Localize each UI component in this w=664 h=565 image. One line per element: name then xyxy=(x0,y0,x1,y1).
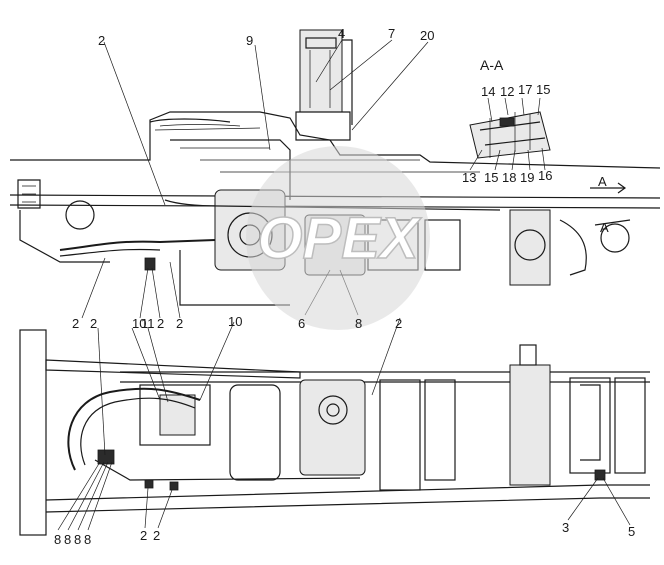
callouts-upper: 2 9 4 7 20 A-A 14 12 17 15 13 15 18 19 1… xyxy=(72,26,609,331)
callout-15: 15 xyxy=(536,82,550,97)
callout-8: 8 xyxy=(355,316,362,331)
callout-20: 20 xyxy=(420,28,434,43)
callout-10-lower: 10 xyxy=(228,314,242,329)
callout-19: 19 xyxy=(520,170,534,185)
callout-2: 2 xyxy=(98,33,105,48)
watermark-gear xyxy=(246,146,430,330)
callout-14: 14 xyxy=(481,84,495,99)
callout-10: 11 xyxy=(141,316,155,331)
callout-8-a: 8 xyxy=(54,532,61,547)
section-label: A-A xyxy=(480,57,504,73)
wiring-harness-loop xyxy=(67,387,201,471)
leader-lines xyxy=(57,39,631,531)
callout-8-c: 8 xyxy=(74,532,81,547)
view-marker-lower: A xyxy=(600,220,609,235)
callout-16: 16 xyxy=(538,168,552,183)
callout-3: 3 xyxy=(562,520,569,535)
callout-2-mid: 10 xyxy=(132,316,146,331)
rear-axle xyxy=(509,209,551,286)
view-marker-upper: A xyxy=(598,174,607,189)
callout-2-right: 2 xyxy=(176,316,183,331)
frame-end xyxy=(19,329,47,536)
callout-13: 13 xyxy=(462,170,476,185)
callout-2-left: 2 xyxy=(72,316,79,331)
front-wheel-hub xyxy=(65,200,95,230)
callout-15-lower: 15 xyxy=(484,170,498,185)
callout-18: 18 xyxy=(502,170,516,185)
callout-17: 17 xyxy=(518,82,532,97)
callout-12: 12 xyxy=(500,84,514,99)
section-detail-A-A xyxy=(469,111,551,159)
connector-cluster xyxy=(97,449,115,465)
callout-11: 2 xyxy=(157,316,164,331)
connector-block xyxy=(144,257,156,271)
callout-2-engine: 2 xyxy=(395,316,402,331)
callout-6: 6 xyxy=(298,316,305,331)
callout-9: 9 xyxy=(246,33,253,48)
callout-2-bottom-b: 2 xyxy=(153,528,160,543)
engine-plan xyxy=(299,379,366,476)
rear-unit-plan xyxy=(509,364,551,486)
wiring-harness-front xyxy=(59,239,216,251)
lower-plan-view xyxy=(19,329,650,536)
callout-8-b: 8 xyxy=(64,532,71,547)
callouts-lower: 8 8 8 8 2 2 3 5 xyxy=(54,520,635,547)
callout-2-bottom-a: 2 xyxy=(140,528,147,543)
callout-8-d: 8 xyxy=(84,532,91,547)
watermark-text: OPEX xyxy=(257,206,421,271)
callout-2-second: 2 xyxy=(90,316,97,331)
callout-7: 7 xyxy=(388,26,395,41)
callout-5: 5 xyxy=(628,524,635,539)
callout-4: 4 xyxy=(338,26,345,41)
watermark: OPEX xyxy=(246,146,430,330)
